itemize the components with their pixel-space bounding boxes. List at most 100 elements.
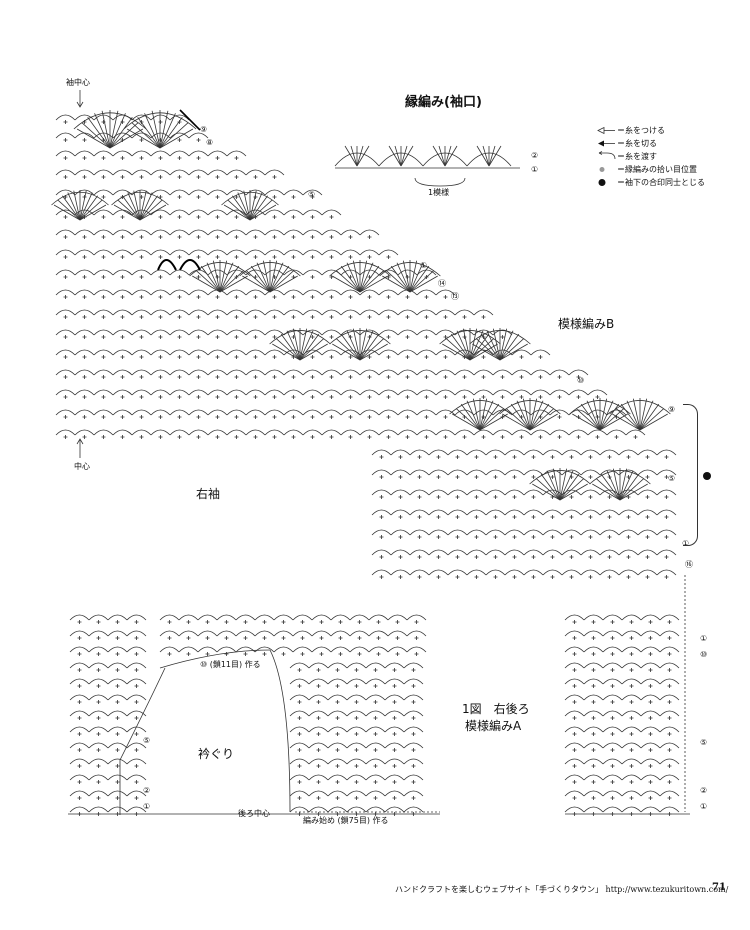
single-crochet-mark [500,335,505,339]
single-crochet-mark [272,195,277,199]
single-crochet-mark [82,175,87,179]
double-crochet-stitch [619,470,634,501]
single-crochet-mark [667,732,672,736]
double-crochet-stitch [619,483,648,501]
single-crochet-mark [96,620,101,624]
chain-arch [485,569,506,576]
chain-arch [403,694,424,701]
chain-arch [466,489,487,496]
single-crochet-mark [405,295,410,299]
chain-arch [93,229,114,236]
chain-arch [126,758,147,765]
single-crochet-mark [648,716,653,720]
single-crochet-mark [633,435,638,439]
chain-arch [473,309,494,316]
single-crochet-mark [120,175,125,179]
single-crochet-mark [610,796,615,800]
single-crochet-mark [63,175,68,179]
single-crochet-mark [115,636,120,640]
chain-arch [340,369,361,376]
single-crochet-mark [538,355,543,359]
single-crochet-mark [436,575,441,579]
double-crochet-stitch [479,403,500,431]
chain-arch [378,389,399,396]
single-crochet-mark [120,375,125,379]
chain-arch [207,349,228,356]
chain-arch [107,806,128,813]
row-marker: ① [143,802,151,811]
chain-arch [226,229,247,236]
single-crochet-mark [386,255,391,259]
single-crochet-mark [411,732,416,736]
single-crochet-mark [120,395,125,399]
single-crochet-mark [591,732,596,736]
chain-arch [561,449,582,456]
chain-arch [387,646,408,653]
single-crochet-mark [550,575,555,579]
single-crochet-mark [96,764,101,768]
single-crochet-mark [120,156,125,160]
double-crochet-stitch [559,478,585,501]
single-crochet-mark [557,435,562,439]
chain-arch [602,790,623,797]
chain-arch [602,614,623,621]
chain-arch [359,369,380,376]
single-crochet-mark [335,732,340,736]
single-crochet-mark [648,796,653,800]
fan-edge [111,192,169,206]
single-crochet-mark [82,156,87,160]
single-crochet-mark [348,375,353,379]
chain-arch [390,509,411,516]
chain-arch [549,409,570,416]
single-crochet-mark [614,435,619,439]
chain-arch [245,409,266,416]
chain-arch [428,529,449,536]
single-crochet-mark [134,716,139,720]
double-crochet-stitch [269,270,295,293]
single-crochet-mark [177,215,182,219]
single-crochet-mark [443,295,448,299]
chain-arch [188,429,209,436]
chain-arch [126,710,147,717]
chain-arch [112,150,133,157]
single-crochet-mark [291,235,296,239]
single-crochet-mark [405,375,410,379]
chain-arch [188,189,209,196]
single-crochet-mark [417,575,422,579]
chain-arch [188,349,209,356]
single-crochet-mark [63,215,68,219]
chain-arch [397,329,418,336]
single-crochet-mark [234,235,239,239]
double-crochet-stitch [499,343,528,361]
single-crochet-mark [607,535,612,539]
single-crochet-mark [177,195,182,199]
chain-arch [226,169,247,176]
double-crochet-stitch [272,343,301,361]
chain-arch [226,389,247,396]
single-crochet-mark [379,535,384,539]
single-crochet-mark [139,395,144,399]
double-crochet-stitch [382,275,411,293]
chain-arch [523,509,544,516]
single-crochet-mark [177,156,182,160]
chain-arch [416,329,437,336]
single-crochet-mark [354,684,359,688]
single-crochet-mark [648,780,653,784]
single-crochet-mark [591,780,596,784]
chain-arch [126,726,147,733]
double-crochet-stitch [619,478,645,501]
chain-arch [93,349,114,356]
single-crochet-mark [572,796,577,800]
chain-arch [55,132,76,139]
chain-arch [346,774,367,781]
single-crochet-mark [158,335,163,339]
double-crochet-stitch [299,343,328,361]
chain-arch [403,742,424,749]
chain-arch [245,229,266,236]
chain-arch [207,329,228,336]
single-crochet-mark [367,435,372,439]
single-crochet-mark [367,255,372,259]
single-crochet-mark [626,495,631,499]
single-crochet-mark [310,255,315,259]
single-crochet-mark [224,636,229,640]
